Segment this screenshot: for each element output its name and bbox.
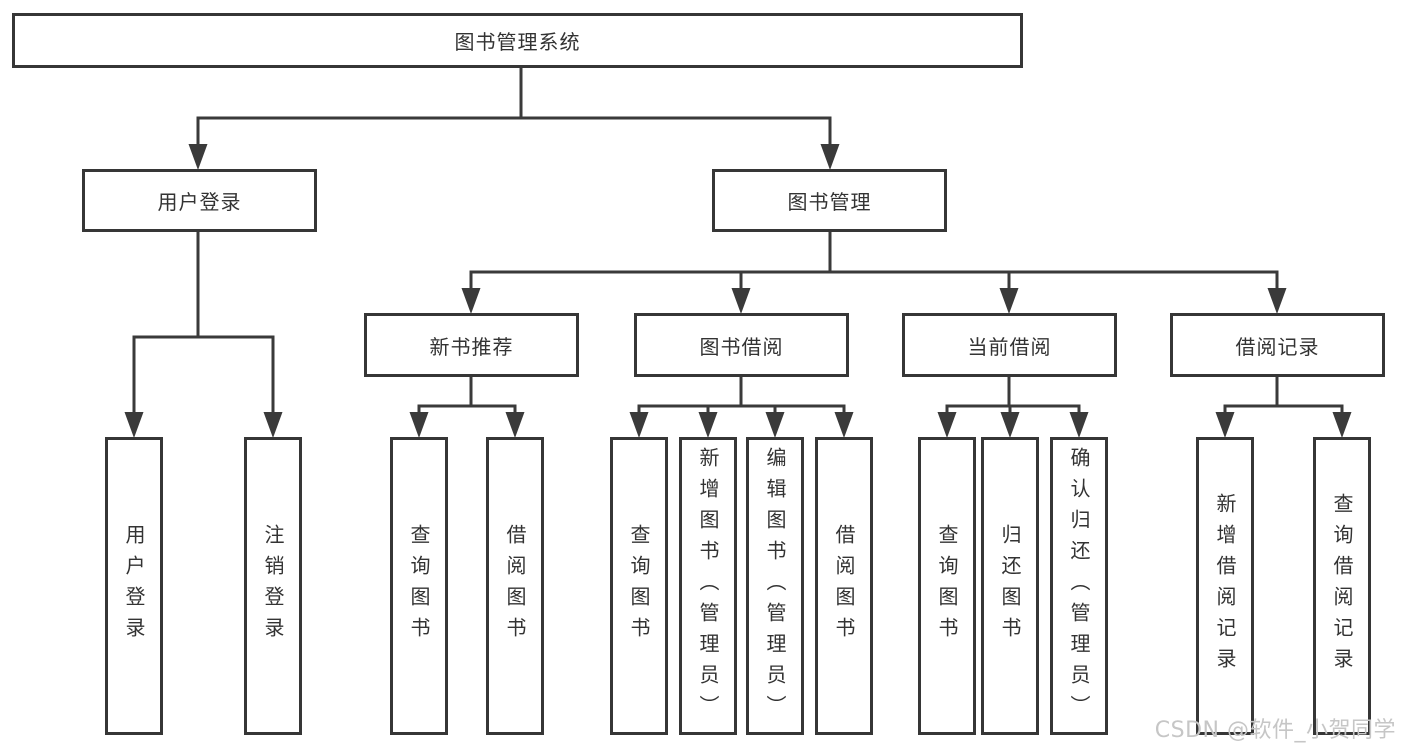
node-label: 查询图书 bbox=[935, 524, 959, 648]
leaf-currentborrow-query-books: 查询图书 bbox=[918, 437, 976, 735]
leaf-currentborrow-return-books: 归还图书 bbox=[981, 437, 1039, 735]
node-label: 归还图书 bbox=[998, 524, 1022, 648]
leaf-newbook-borrow-books: 借阅图书 bbox=[486, 437, 544, 735]
node-borrow-record: 借阅记录 bbox=[1170, 313, 1385, 377]
node-label: 新书推荐 bbox=[429, 334, 514, 359]
node-label: 查询图书 bbox=[627, 524, 651, 648]
node-label: 图书管理系统 bbox=[454, 30, 581, 54]
node-label: 新增图书（管理员） bbox=[696, 446, 720, 726]
node-user-login: 用户登录 bbox=[82, 169, 317, 232]
node-label: 查询图书 bbox=[407, 524, 431, 648]
leaf-logout: 注销登录 bbox=[244, 437, 302, 735]
node-book-management: 图书管理 bbox=[712, 169, 947, 232]
node-label: 用户登录 bbox=[122, 524, 146, 648]
connector-stroke-path bbox=[132, 68, 1344, 418]
node-library-management-system: 图书管理系统 bbox=[12, 13, 1023, 68]
arrowheads bbox=[124, 144, 1352, 438]
node-label: 查询借阅记录 bbox=[1330, 493, 1354, 679]
node-label: 借阅记录 bbox=[1235, 334, 1320, 359]
node-label: 图书管理 bbox=[787, 190, 872, 214]
leaf-newbook-query-books: 查询图书 bbox=[390, 437, 448, 735]
node-book-borrow: 图书借阅 bbox=[634, 313, 849, 377]
leaf-currentborrow-confirm-return-admin: 确认归还（管理员） bbox=[1050, 437, 1108, 735]
leaf-bookborrow-add-books-admin: 新增图书（管理员） bbox=[679, 437, 737, 735]
node-label: 确认归还（管理员） bbox=[1067, 446, 1091, 726]
leaf-bookborrow-borrow-books: 借阅图书 bbox=[815, 437, 873, 735]
leaf-bookborrow-query-books: 查询图书 bbox=[610, 437, 668, 735]
leaf-borrowrecord-add-record: 新增借阅记录 bbox=[1196, 437, 1254, 735]
csdn-watermark: CSDN @软件_小贺同学 bbox=[1154, 718, 1396, 743]
node-label: 用户登录 bbox=[157, 190, 242, 214]
node-label: 当前借阅 bbox=[967, 334, 1052, 359]
node-label: 注销登录 bbox=[261, 524, 285, 648]
leaf-bookborrow-edit-books-admin: 编辑图书（管理员） bbox=[746, 437, 804, 735]
node-label: 新增借阅记录 bbox=[1213, 493, 1237, 679]
node-label: 编辑图书（管理员） bbox=[763, 446, 787, 726]
node-label: 借阅图书 bbox=[832, 524, 856, 648]
node-current-borrow: 当前借阅 bbox=[902, 313, 1117, 377]
node-new-book-recommend: 新书推荐 bbox=[364, 313, 579, 377]
leaf-user-login: 用户登录 bbox=[105, 437, 163, 735]
node-label: 图书借阅 bbox=[699, 334, 784, 359]
node-label: 借阅图书 bbox=[503, 524, 527, 648]
leaf-borrowrecord-query-record: 查询借阅记录 bbox=[1313, 437, 1371, 735]
